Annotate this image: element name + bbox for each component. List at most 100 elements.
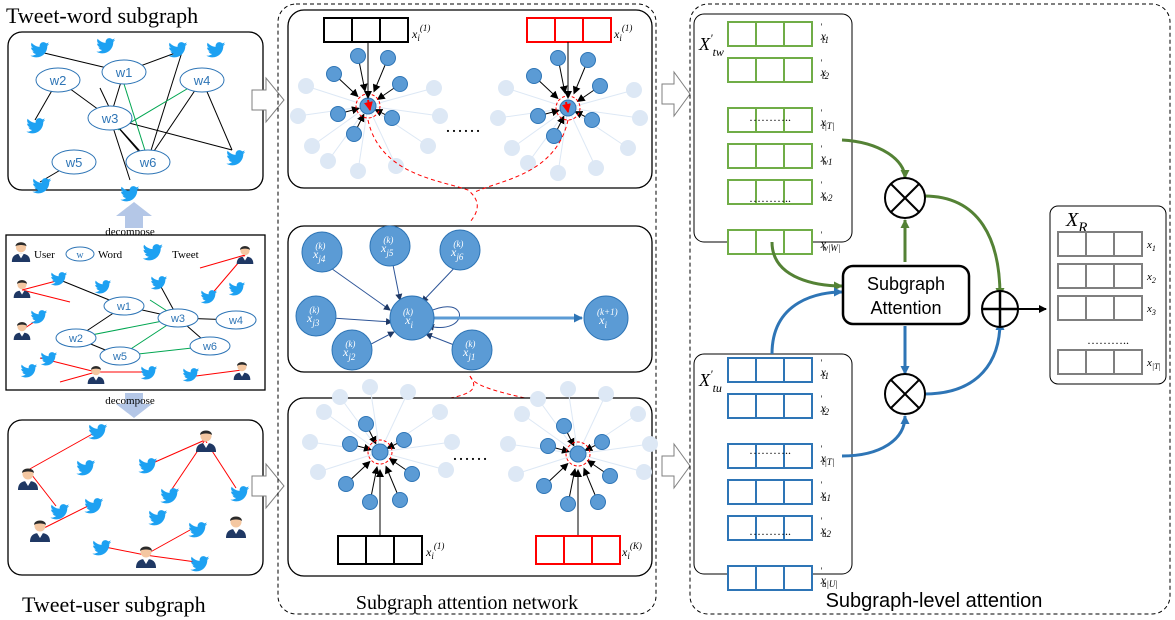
neighbor-node bbox=[584, 112, 600, 128]
xtw-row-label-3: x'w1 bbox=[820, 144, 833, 167]
legend-word-symbol: w bbox=[76, 250, 84, 261]
faint-node bbox=[316, 404, 332, 420]
label-xiK-bottom: xi(K) bbox=[621, 541, 642, 561]
tw-node-w5: w5 bbox=[65, 155, 83, 170]
full-node-w4: w4 bbox=[228, 315, 243, 327]
xtw-dots-2: ……….. bbox=[749, 191, 791, 205]
faint-node bbox=[438, 462, 454, 478]
right-dashed-frame bbox=[689, 3, 1171, 615]
tw-node-w4: w4 bbox=[193, 73, 211, 88]
vector-bottom-first bbox=[337, 535, 423, 565]
multiply-bottom bbox=[884, 373, 926, 415]
xtu-row-label-1: x't2 bbox=[820, 394, 830, 417]
xtu-row-label-2: x't|T| bbox=[820, 444, 835, 467]
neighbor-node bbox=[384, 110, 400, 126]
neighbor-node-j4-label: xj4(k) bbox=[312, 241, 326, 264]
subgraph-attention-box bbox=[841, 264, 971, 326]
flow-arrow-2 bbox=[251, 462, 285, 510]
neighbor-node bbox=[590, 494, 606, 510]
attention-label-line1: Subgraph bbox=[867, 274, 945, 294]
tw-node-w6: w6 bbox=[139, 155, 157, 170]
neighbor-node bbox=[362, 494, 378, 510]
xr-row-3 bbox=[1057, 349, 1143, 375]
neighbor-node bbox=[592, 78, 608, 94]
full-graph-nodes: w1 w2 w3 w4 w5 w6 bbox=[55, 296, 257, 366]
neighbor-node bbox=[550, 50, 566, 66]
xtu-row-2 bbox=[727, 443, 813, 469]
faint-node bbox=[420, 138, 436, 154]
xtu-row-5 bbox=[727, 565, 813, 591]
xtu-dots-2: ……….. bbox=[749, 524, 791, 538]
faint-node bbox=[508, 466, 524, 482]
faint-node bbox=[432, 108, 448, 124]
sum-circle bbox=[981, 290, 1019, 328]
xr-row-label-1: x2 bbox=[1146, 271, 1156, 285]
faint-node bbox=[500, 436, 516, 452]
neighbor-node bbox=[330, 106, 346, 122]
vector-top-first bbox=[323, 17, 409, 43]
neighbor-node-j5 bbox=[369, 225, 411, 267]
tweet-word-title: Tweet-word subgraph bbox=[6, 3, 198, 28]
faint-node bbox=[362, 379, 378, 395]
node-cluster-top-left bbox=[290, 48, 448, 179]
neighbor-node bbox=[580, 52, 596, 68]
xtw-row-5 bbox=[727, 229, 813, 255]
neighbor-node bbox=[338, 476, 354, 492]
neighbor-node bbox=[358, 416, 374, 432]
neighbor-node-j1 bbox=[451, 329, 493, 371]
xtu-row-label-5: x'u|U| bbox=[820, 566, 838, 589]
xtw-row-label-5: x'w|W| bbox=[820, 230, 841, 253]
xtu-row-label-3: x'u1 bbox=[820, 480, 831, 503]
xtu-vectors: x't1x't2x't|T|x'u1x'u2x'u|U| bbox=[727, 357, 838, 591]
full-node-w5: w5 bbox=[112, 351, 127, 363]
neighbor-node-j4 bbox=[301, 231, 343, 273]
tw-node-w2: w2 bbox=[49, 73, 67, 88]
neighbor-node-j2 bbox=[331, 329, 373, 371]
xtu-row-label-0: x't1 bbox=[820, 358, 829, 381]
xtw-row-4 bbox=[727, 179, 813, 205]
faint-node bbox=[490, 110, 506, 126]
flow-arrow-4 bbox=[661, 442, 691, 490]
faint-node bbox=[514, 406, 530, 422]
neighbor-node bbox=[392, 492, 408, 508]
legend-user: User bbox=[34, 249, 55, 261]
xtw-row-0 bbox=[727, 21, 813, 47]
neighbor-node bbox=[346, 126, 362, 142]
xtu-row-3 bbox=[727, 479, 813, 505]
faint-node bbox=[290, 108, 306, 124]
xtw-row-label-4: x'w2 bbox=[820, 180, 833, 203]
faint-node bbox=[630, 406, 646, 422]
neighbor-node bbox=[404, 466, 420, 482]
tweet-word-nodes: w1 w2 w3 w4 w5 w6 bbox=[35, 59, 225, 175]
neighbor-node bbox=[530, 108, 546, 124]
faint-node bbox=[560, 381, 576, 397]
faint-node bbox=[632, 110, 648, 126]
faint-node bbox=[298, 78, 314, 94]
tweet-user-panel bbox=[7, 419, 264, 576]
neighbor-node-j1-label: xj1(k) bbox=[462, 339, 475, 362]
xr-row-label-3: x|T| bbox=[1146, 357, 1161, 371]
middle-dashed-frame bbox=[277, 3, 657, 615]
faint-node bbox=[626, 82, 642, 98]
faint-node bbox=[620, 140, 636, 156]
full-node-w3: w3 bbox=[170, 313, 185, 325]
faint-node bbox=[332, 389, 348, 405]
right-column: Subgraph-level attention X'tw x't1x't2x'… bbox=[689, 3, 1171, 615]
neighbor-node-j6-label: xj6(k) bbox=[450, 239, 464, 262]
full-node-w6: w6 bbox=[202, 341, 217, 353]
xtw-row-2 bbox=[727, 107, 813, 133]
neighbor-node bbox=[560, 496, 576, 512]
flow-arrow-3 bbox=[661, 70, 691, 118]
xtw-row-3 bbox=[727, 143, 813, 169]
xtw-row-1 bbox=[727, 57, 813, 83]
faint-node bbox=[388, 158, 404, 174]
tw-node-w1: w1 bbox=[115, 65, 133, 80]
faint-node bbox=[432, 404, 448, 420]
legend-word: Word bbox=[98, 249, 123, 261]
xr-row-label-0: x1 bbox=[1146, 239, 1156, 253]
center-node bbox=[389, 295, 435, 341]
xr-dots: ……….. bbox=[1087, 333, 1129, 347]
faint-node bbox=[636, 464, 652, 480]
neighbor-node bbox=[396, 432, 412, 448]
